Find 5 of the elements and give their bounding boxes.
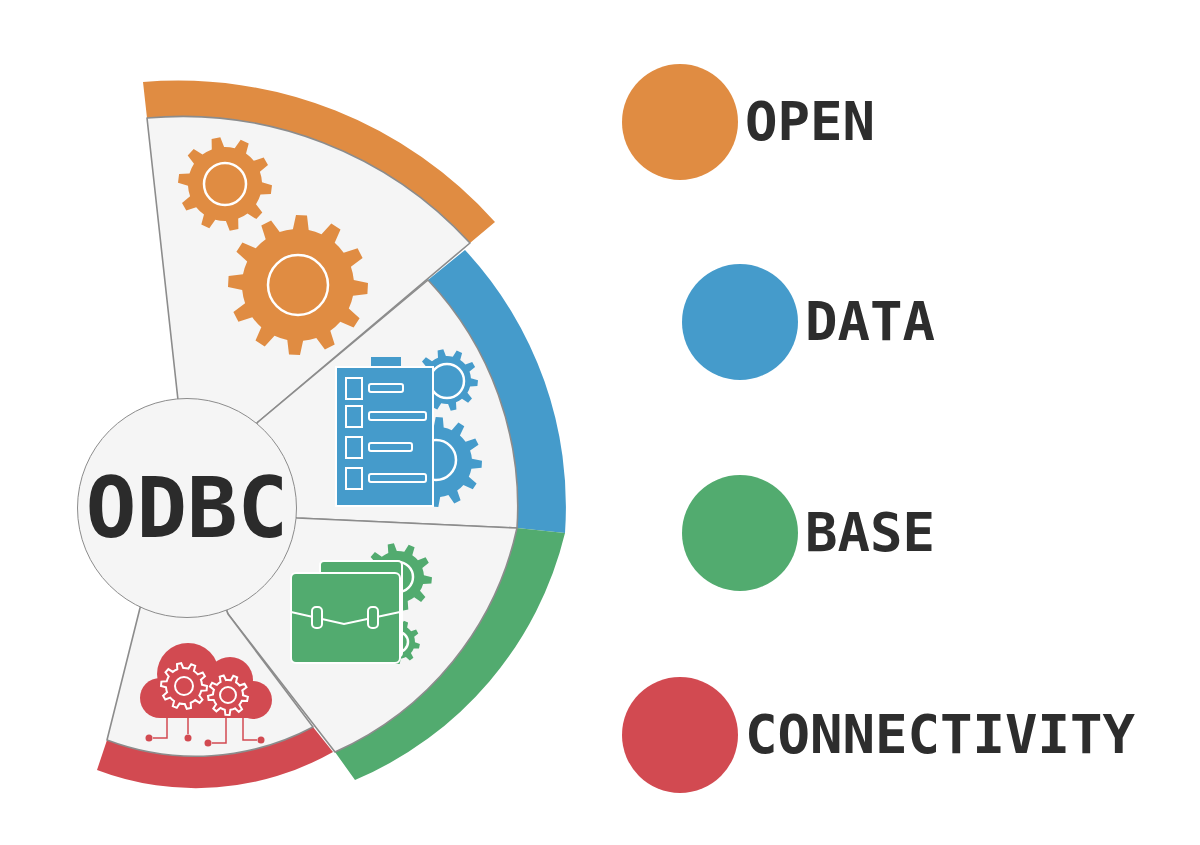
legend-label: CONNECTIVITY <box>745 708 1136 762</box>
legend-label: BASE <box>805 506 936 560</box>
legend-label: DATA <box>805 295 936 349</box>
legend-label: OPEN <box>745 95 876 149</box>
circle-label: ODBC <box>85 466 289 550</box>
